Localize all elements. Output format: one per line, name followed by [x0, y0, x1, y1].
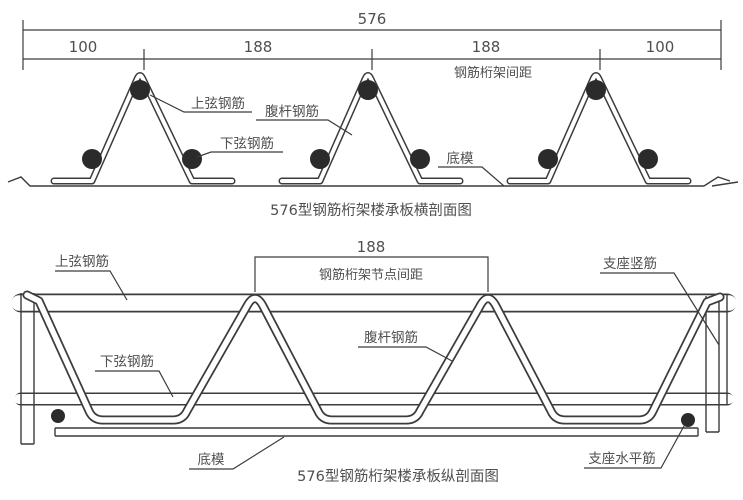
cross-section-view: 576 100 188 188 100 钢筋桁架间距 上弦钢筋 腹杆钢筋 下弦钢…: [7, 10, 739, 219]
support-bar-right-lines: [705, 296, 720, 433]
node-spacing-note: 钢筋桁架节点间距: [319, 267, 423, 283]
top-chord-leader-long: [55, 270, 128, 301]
bottom-form-strip: [54, 427, 699, 437]
segment-dimension-4: 100: [646, 38, 675, 56]
node-spacing-bracket: [254, 256, 489, 292]
longitudinal-callouts: 上弦钢筋 支座竖筋 下弦钢筋 腹杆钢筋 支座水平筋 底模: [55, 253, 720, 470]
support-horizontal-rebar-dot-left: [51, 409, 65, 423]
web-rebar: [22, 290, 725, 425]
truss-3: [510, 76, 688, 182]
top-chord-leader: [149, 94, 252, 113]
support-bar-left-lines: [20, 293, 35, 445]
node-spacing-dimension: 188 钢筋桁架节点间距: [254, 238, 489, 292]
bottom-form-leader-long: [189, 436, 285, 470]
segment-dimension-3: 188: [472, 38, 501, 56]
web-leader: [256, 119, 353, 136]
support-vertical-rebar-left: [20, 293, 35, 445]
form-strip-lines: [54, 427, 699, 437]
bottom-chord-label: 下弦钢筋: [220, 135, 274, 152]
support-vertical-leader: [600, 272, 720, 346]
truss-spacing-note: 钢筋桁架间距: [454, 65, 532, 81]
support-horizontal-rebar-dot-right: [681, 413, 695, 427]
web-inner: [24, 292, 723, 423]
bottom-form-sheet: [7, 176, 739, 187]
bottom-chord-leader: [196, 151, 283, 158]
cross-section-callouts: 上弦钢筋 腹杆钢筋 下弦钢筋 底模: [149, 94, 505, 187]
longitudinal-section-title: 576型钢筋桁架楼承板纵剖面图: [297, 467, 499, 485]
bottom-form-leader: [438, 166, 505, 187]
segment-dimension-2: 188: [244, 38, 273, 56]
total-dimension-value: 576: [358, 10, 387, 28]
bottom-chord-label-long: 下弦钢筋: [100, 353, 154, 370]
cross-section-title: 576型钢筋桁架楼承板横剖面图: [270, 201, 472, 219]
support-vertical-label: 支座竖筋: [603, 255, 657, 272]
longitudinal-section-view: 188 钢筋桁架节点间距: [11, 238, 737, 485]
web-label: 腹杆钢筋: [265, 103, 319, 120]
form-sheet-end-break: [703, 176, 731, 187]
web-label-long: 腹杆钢筋: [364, 329, 418, 346]
bottom-form-label-long: 底模: [198, 452, 225, 468]
truss-1: [54, 76, 232, 182]
bottom-chord-leader-long: [95, 370, 174, 398]
segment-dimension-1: 100: [69, 38, 98, 56]
bottom-form-label: 底模: [447, 151, 474, 167]
top-chord-label-long: 上弦钢筋: [55, 253, 109, 270]
form-sheet-line: [7, 176, 704, 187]
web-leader-long: [358, 346, 453, 362]
support-horizontal-label: 支座水平筋: [588, 450, 656, 467]
dimension-lines: 576 100 188 188 100 钢筋桁架间距: [22, 10, 722, 81]
form-sheet-end-tail: [711, 181, 739, 187]
support-horizontal-leader: [584, 425, 685, 469]
support-vertical-rebar-right: [705, 296, 720, 433]
top-chord-label: 上弦钢筋: [191, 95, 245, 112]
node-spacing-value: 188: [357, 238, 386, 256]
truss-2: [282, 76, 460, 182]
